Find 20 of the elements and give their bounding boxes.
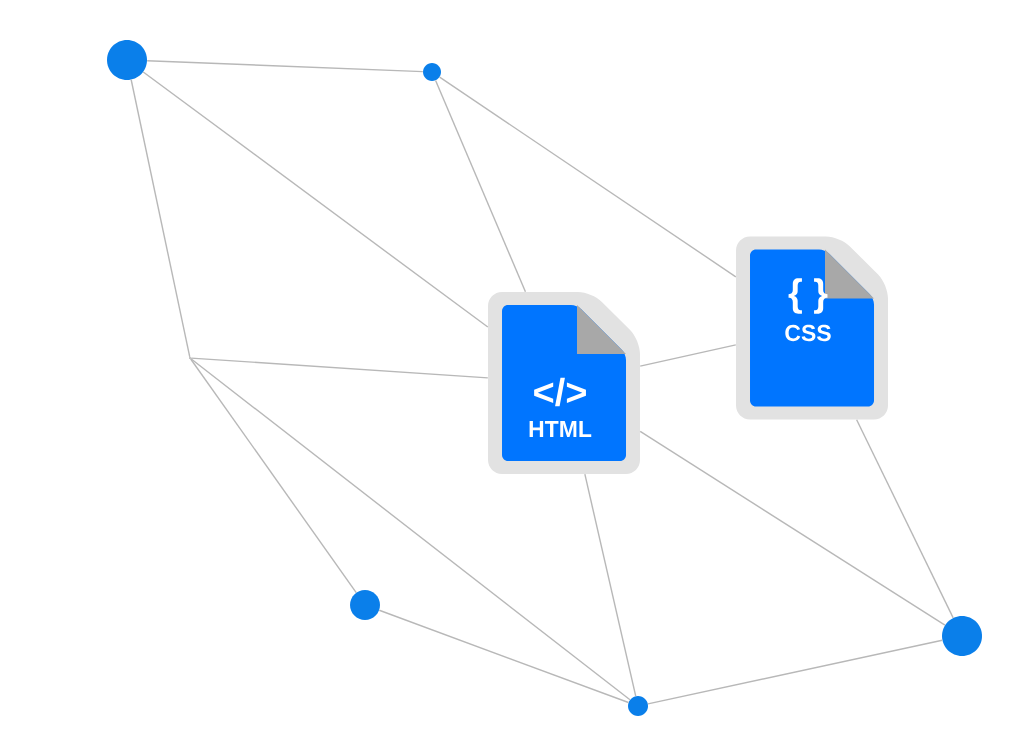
dot xyxy=(423,63,441,81)
connector-line xyxy=(378,609,630,704)
dot xyxy=(628,696,648,716)
connector-line xyxy=(190,358,631,701)
connector-line xyxy=(639,344,737,367)
connector-line xyxy=(142,71,489,328)
connector-line xyxy=(639,430,946,626)
connector-line xyxy=(855,419,954,619)
connector-line xyxy=(146,60,424,73)
line-junction xyxy=(189,357,191,359)
connector-line xyxy=(647,639,943,705)
connector-line xyxy=(130,79,191,358)
connector-line xyxy=(190,357,489,379)
connector-line xyxy=(438,76,737,278)
dot xyxy=(942,616,982,656)
connector-line xyxy=(190,358,357,594)
dot xyxy=(350,590,380,620)
connector-line xyxy=(584,473,637,697)
connector-line xyxy=(434,79,527,293)
dot xyxy=(107,40,147,80)
